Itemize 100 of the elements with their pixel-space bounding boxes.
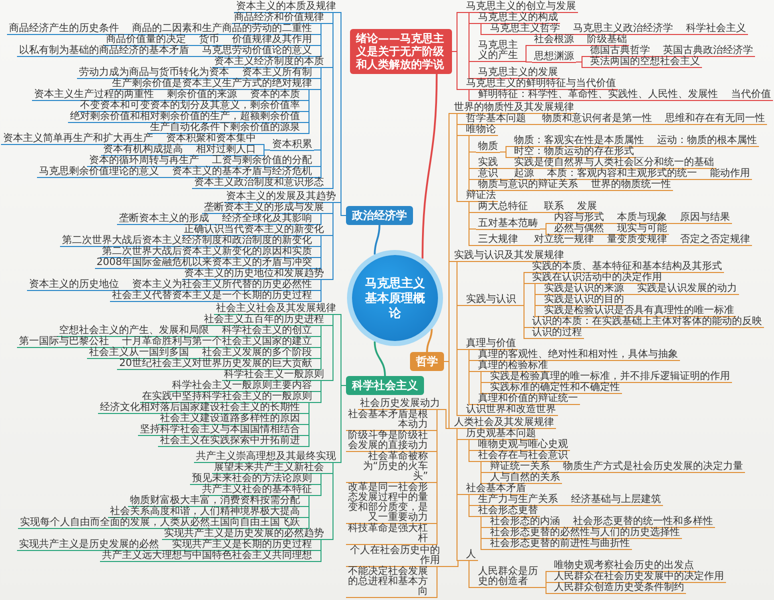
topic-label: 时空：物质运动的存在形式 [512, 147, 636, 158]
topic-label: 资本主义政治制度和意识形态 [192, 178, 326, 189]
topic-label: 社会主义社会及其发展规律 [214, 304, 338, 315]
connector-line [540, 587, 552, 594]
topic-label: 社会历史发展动力 [358, 399, 442, 410]
topic-label: 经济文化相对落后国家建设社会主义的长期性 [98, 403, 302, 414]
topic-label: 共产主义远大理想与中国特色社会主义共同理想 [100, 551, 314, 562]
connector-line [314, 214, 322, 225]
connector-line [576, 62, 588, 68]
topic-label: 正确认识当代资本主义的新变化 [182, 225, 326, 236]
topic-label: 资本有机构成提高 [101, 145, 185, 156]
connector-line [258, 150, 270, 156]
topic-label: 实践在认识活动中的决定作用 [530, 273, 664, 284]
topic-label: 马克思主义的构成 [476, 13, 560, 24]
topic-label: 本质：客观内容和主观形式的统一 [545, 169, 699, 180]
connector-line [302, 496, 310, 529]
topic-label: 唯物史观考察社会历史的出发点 [552, 561, 696, 572]
topic-label: 马克思主义的产生 [476, 41, 520, 62]
topic-label: 不变资本和可变资本的划分及其意义，剩余价值率 [78, 101, 302, 112]
topic-label: 实践与认识 [464, 295, 518, 306]
connector-line [326, 202, 334, 280]
topic-label: 不能决定社会发展的总进程和基本方向 [346, 567, 430, 598]
connector-line [520, 61, 532, 62]
topic-label: 联系 [542, 202, 566, 213]
topic-label: 五对基本范畴 [476, 218, 540, 230]
topic-label: 社会主义代替资本主义是一个长期的历史过程 [110, 291, 314, 302]
topic-label: 实践标准的确定性和不确定性 [488, 383, 622, 394]
topic-label: 生产力与生产关系 [476, 495, 560, 506]
connector-line [338, 385, 346, 463]
branch-box: 绪论——马克思主义是关于无产阶级和人类解放的学说 [350, 29, 452, 74]
topic-label: 资本主义的发展及其趋势 [224, 192, 338, 203]
topic-label: 工资与剩余价值的分配 [210, 156, 314, 167]
topic-label: 在实践中坚持科学社会主义的一般原则 [140, 392, 314, 403]
connector-line [452, 51, 464, 90]
connector-line [528, 124, 664, 125]
connector-line [314, 540, 322, 562]
topic-label: 量变质变规律 [605, 235, 669, 246]
topic-label: 运动：物质的根本属性 [655, 136, 759, 147]
connector-line [518, 305, 530, 339]
topic-label: 英法两国的空想社会主义 [588, 57, 702, 68]
topic-label: 资本积累 [270, 140, 314, 150]
topic-label: 社会主义五百年的历史进程 [202, 315, 326, 326]
connector-line [500, 152, 512, 158]
topic-label: 社会形态更替的必然性与人们的历史选择性 [488, 528, 682, 539]
topic-label: 两大总特征 [476, 202, 530, 213]
topic-label: 三大规律 [476, 235, 520, 246]
topic-label: 思维和存在有无同一性 [663, 114, 767, 125]
topic-label: 实现每个人自由而全面的发展，人类从必然王国向自由王国飞跃 [18, 518, 302, 529]
topic-label: 实践是认识的来源 [542, 284, 626, 295]
branch-box: 政治经济学 [346, 206, 413, 225]
topic-label: 对立统一规律 [532, 235, 596, 246]
connector-line [374, 224, 380, 255]
topic-label: 绝对剩余价值和相对剩余价值的生产，超额剩余价值 [68, 112, 302, 123]
topic-label: 物质：客观实在性是本质属性 [512, 136, 646, 147]
topic-label: 生产自动化条件下剩余价值的源泉 [148, 123, 302, 134]
topic-label: 劳动力成为商品与货币转化为资本 [77, 68, 231, 79]
branch-box: 科学社会主义 [346, 376, 424, 395]
topic-label: 人 [464, 550, 478, 561]
connector-line [468, 12, 476, 79]
topic-label: 德国古典哲学 [588, 46, 652, 57]
topic-label: 真理与价值 [464, 339, 518, 350]
topic-label: 马克思主义的发展 [476, 68, 560, 79]
connector-line [500, 168, 512, 169]
topic-label: 货币 [197, 35, 221, 46]
topic-label: 马克思主义的鲜明特征与当代价值 [464, 79, 618, 90]
topic-label: 发展 [575, 202, 599, 213]
topic-label: 商品经济和价值规律 [232, 13, 326, 24]
connector-line [326, 12, 334, 189]
topic-label: 马克思劳动价值论的意义 [200, 46, 314, 57]
topic-label: 实现共产主义是历史发展的必然 [17, 540, 161, 551]
topic-label: 科学社会主义 [684, 24, 748, 35]
topic-label: 实践的本质、基本特征和基本结构及其形式 [530, 262, 724, 273]
topic-label: 商品价值量的决定 [104, 35, 188, 46]
topic-label: 物质与意识的辩证关系 [476, 180, 580, 191]
connector-line [468, 136, 590, 191]
topic-label: 辩证法 [464, 191, 498, 202]
topic-label: 社会存在与社会意识 [476, 451, 570, 462]
topic-label: 实现共产主义是历史发展的必然趋势 [162, 529, 326, 540]
topic-label: 鲜明特征：科学性、革命性、实践性、人民性、发展性 [476, 90, 720, 101]
topic-label: 资本的循环周转与再生产 [87, 156, 201, 167]
topic-label: 辩证统一关系 [488, 462, 552, 473]
connector-line [468, 494, 476, 517]
topic-label: 否定之否定规律 [678, 235, 752, 246]
topic-label: 实践是使自然界与人类社会区分和统一的基础 [512, 158, 716, 169]
topic-label: 社会基本矛盾 [464, 484, 528, 495]
topic-label: 社会主义在实践探索中开拓前进 [158, 436, 302, 447]
connector-line [480, 24, 684, 35]
topic-label: 马克思主义的创立与发展 [464, 2, 578, 13]
connector-line [468, 560, 476, 588]
connector-line [314, 380, 322, 403]
topic-label: 十月革命胜利与第一个社会主义国家的建立 [120, 337, 314, 348]
topic-label: 认识的过程 [530, 328, 584, 339]
topic-label: 经济全球化及其影响 [220, 214, 314, 225]
topic-label: 马克思主义政治经济学 [571, 24, 675, 35]
topic-label: 科学社会主义的创立 [220, 326, 314, 337]
connector-line [430, 410, 438, 545]
topic-label: 当代价值 [729, 90, 773, 101]
connector-line [444, 361, 452, 429]
topic-label: 物质财富极大丰富，消费资料按需分配 [128, 496, 302, 507]
topic-label: 个人在社会历史中的作用 [346, 546, 442, 567]
